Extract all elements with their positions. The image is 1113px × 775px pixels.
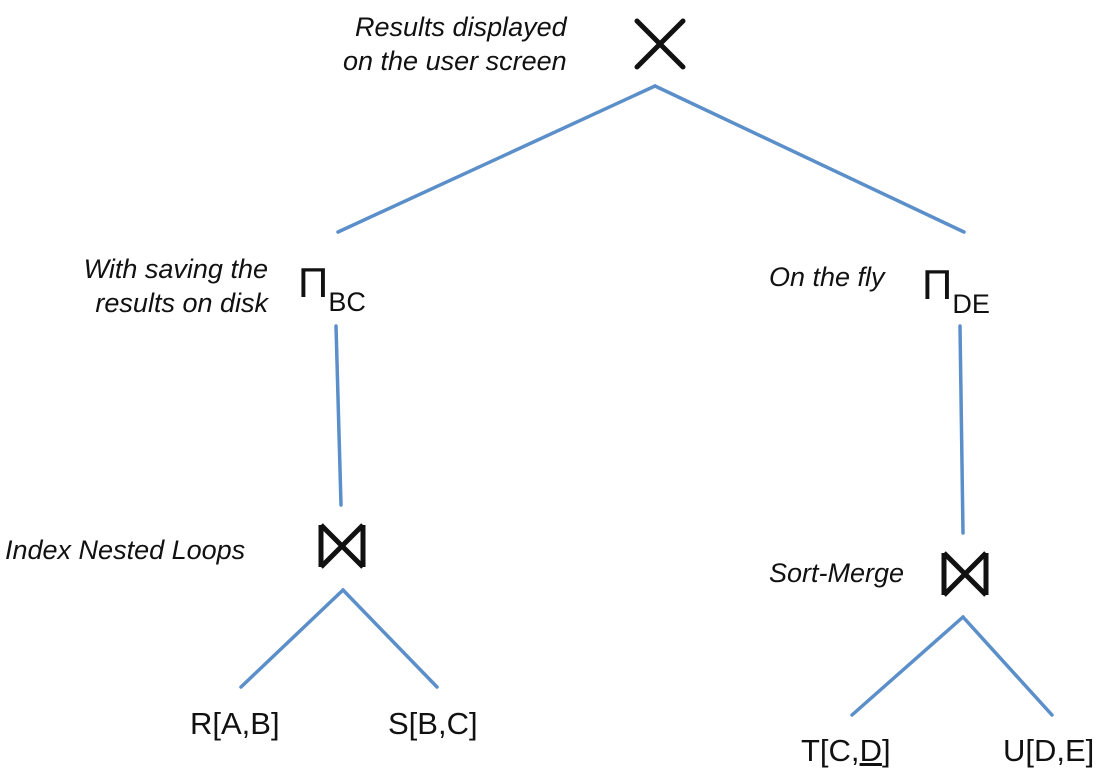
right-projection-annotation: On the fly — [769, 262, 885, 292]
left-projection-subscript: BC — [328, 287, 366, 317]
root-annotation-line1: Results displayed — [355, 12, 567, 42]
bowtie-join-icon — [318, 523, 366, 569]
pi-symbol: Π — [298, 259, 329, 306]
right-join-annotation: Sort-Merge — [769, 558, 905, 588]
relation-t-key: D — [859, 733, 882, 768]
pi-symbol: Π — [922, 261, 953, 308]
relation-r: R[A,B] — [190, 706, 280, 741]
edge-root-left — [336, 84, 657, 234]
left-projection-annotation: With saving the results on disk — [40, 252, 268, 320]
edge-proj-left-join — [334, 324, 343, 507]
right-projection-operator: ΠDE — [922, 264, 990, 318]
relation-t: T[C,D] — [801, 733, 891, 769]
left-projection-annotation-line2: results on disk — [95, 288, 268, 318]
relation-t-suffix: ] — [881, 733, 891, 768]
relation-u: U[D,E] — [1003, 733, 1095, 768]
left-projection-operator: ΠBC — [298, 262, 366, 316]
edge-root-right — [653, 84, 966, 234]
cross-product-icon — [634, 18, 686, 70]
root-annotation-line2: on the user screen — [343, 46, 567, 76]
edge-join-left-r — [239, 588, 345, 689]
edge-join-left-s — [341, 588, 439, 689]
root-annotation: Results displayed on the user screen — [343, 10, 567, 78]
edge-join-right-u — [961, 615, 1054, 717]
left-join-annotation: Index Nested Loops — [5, 535, 246, 565]
left-projection-annotation-line1: With saving the — [83, 254, 268, 284]
relation-s: S[B,C] — [388, 706, 478, 741]
edge-proj-right-join — [958, 324, 965, 535]
bowtie-join-icon — [941, 551, 989, 597]
edge-join-right-t — [850, 615, 965, 717]
relation-t-prefix: T[C, — [801, 733, 860, 768]
right-projection-subscript: DE — [952, 289, 990, 319]
